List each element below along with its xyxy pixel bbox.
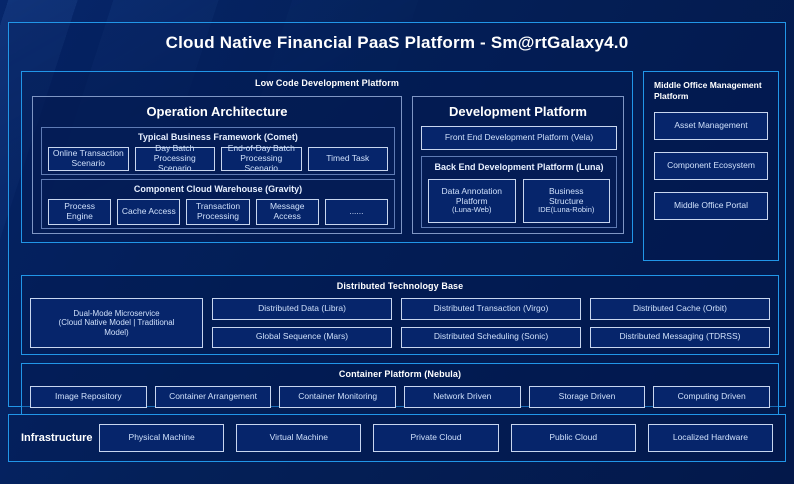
infrastructure-label: Infrastructure [21,432,93,444]
distributed-transaction-column: Distributed Transaction (Virgo) Distribu… [401,298,581,348]
chip-transaction-processing[interactable]: Transaction Processing [186,199,250,225]
chip-global-sequence[interactable]: Global Sequence (Mars) [212,326,392,348]
container-platform-title: Container Platform (Nebula) [338,369,462,379]
chip-dual-mode-microservice[interactable]: Dual-Mode Microservice (Cloud Native Mod… [30,298,203,348]
development-platform-group: Development Platform Front End Developme… [412,96,624,234]
chip-line-2: Platform [455,195,488,206]
main-platform-panel: Cloud Native Financial PaaS Platform - S… [8,22,786,415]
chip-container-arrangement[interactable]: Container Arrangement [154,386,272,408]
chip-distributed-transaction[interactable]: Distributed Transaction (Virgo) [401,298,581,320]
chip-line-3: IDE(Luna-Robin) [538,205,595,215]
chip-component-ecosystem[interactable]: Component Ecosystem [654,152,768,180]
infrastructure-items: Physical Machine Virtual Machine Private… [99,424,774,452]
dual-mode-microservice-wrapper: Dual-Mode Microservice (Cloud Native Mod… [30,298,203,348]
distributed-technology-columns: Distributed Data (Libra) Global Sequence… [212,298,770,348]
chip-cache-access[interactable]: Cache Access [117,199,181,225]
chip-virtual-machine[interactable]: Virtual Machine [236,424,362,452]
container-platform: Container Platform (Nebula) Image Reposi… [21,363,779,415]
chip-line-3: (Luna-Web) [452,205,492,215]
infrastructure-panel: Infrastructure Physical Machine Virtual … [8,414,786,462]
chip-public-cloud[interactable]: Public Cloud [510,424,636,452]
container-platform-items: Image Repository Container Arrangement C… [30,386,771,408]
chip-business-structure-ide[interactable]: Business Structure IDE(Luna-Robin) [522,179,610,223]
chip-distributed-data[interactable]: Distributed Data (Libra) [212,298,392,320]
operation-architecture-group: Operation Architecture Typical Business … [32,96,402,234]
chip-physical-machine[interactable]: Physical Machine [99,424,225,452]
component-cloud-warehouse-group: Component Cloud Warehouse (Gravity) Proc… [41,179,395,229]
back-end-items: Data Annotation Platform (Luna-Web) Busi… [428,179,610,223]
operation-architecture-title: Operation Architecture [146,104,288,119]
chip-middle-office-portal[interactable]: Middle Office Portal [654,192,768,220]
back-end-development-platform-title: Back End Development Platform (Luna) [434,162,604,172]
typical-business-framework-group: Typical Business Framework (Comet) Onlin… [41,127,395,175]
distributed-technology-base-title: Distributed Technology Base [336,281,464,291]
back-end-development-platform-group: Back End Development Platform (Luna) Dat… [421,156,617,228]
chip-localized-hardware[interactable]: Localized Hardware [647,424,774,452]
component-cloud-warehouse-title: Component Cloud Warehouse (Gravity) [133,184,303,194]
chip-line-2: (Cloud Native Model | Traditional [58,318,175,328]
chip-computing-driven[interactable]: Computing Driven [653,386,771,408]
middle-office-items: Asset Management Component Ecosystem Mid… [654,112,768,232]
typical-business-framework-title: Typical Business Framework (Comet) [138,132,298,142]
chip-line-3: Model) [104,327,129,337]
component-cloud-warehouse-items: Process Engine Cache Access Transaction … [48,199,389,225]
distributed-data-column: Distributed Data (Libra) Global Sequence… [212,298,392,348]
middle-office-title: Middle Office Management Platform [654,80,762,102]
chip-line-1: Dual-Mode Microservice [73,309,160,319]
page-title: Cloud Native Financial PaaS Platform - S… [165,33,629,52]
chip-private-cloud[interactable]: Private Cloud [373,424,499,452]
chip-online-transaction-scenario[interactable]: Online Transaction Scenario [48,147,129,171]
chip-day-batch-processing-scenario[interactable]: Day Batch Processing Scenario [134,143,215,173]
chip-message-access[interactable]: Message Access [255,199,319,225]
chip-line-2: Structure [549,195,584,206]
chip-image-repository[interactable]: Image Repository [30,386,147,408]
chip-storage-driven[interactable]: Storage Driven [528,386,646,408]
middle-office-management-platform: Middle Office Management Platform Asset … [643,71,779,261]
distributed-cache-column: Distributed Cache (Orbit) Distributed Me… [590,298,770,348]
chip-distributed-messaging[interactable]: Distributed Messaging (TDRSS) [590,326,770,348]
chip-timed-task[interactable]: Timed Task [307,147,388,171]
chip-line-1: Data Annotation [441,185,503,196]
chip-network-driven[interactable]: Network Driven [404,386,521,408]
chip-front-end-development-platform[interactable]: Front End Development Platform (Vela) [421,126,617,150]
distributed-technology-base: Distributed Technology Base Dual-Mode Mi… [21,275,779,355]
chip-distributed-cache[interactable]: Distributed Cache (Orbit) [590,298,770,320]
chip-line-1: Business [549,185,584,196]
chip-data-annotation-platform[interactable]: Data Annotation Platform (Luna-Web) [428,179,516,223]
low-code-development-platform: Low Code Development Platform Operation … [21,71,633,243]
chip-asset-management[interactable]: Asset Management [654,112,768,140]
chip-distributed-scheduling[interactable]: Distributed Scheduling (Sonic) [401,326,581,348]
chip-process-engine[interactable]: Process Engine [48,199,112,225]
distributed-technology-base-body: Dual-Mode Microservice (Cloud Native Mod… [30,298,770,348]
chip-more-ellipsis[interactable]: ...... [324,199,389,225]
typical-business-framework-items: Online Transaction Scenario Day Batch Pr… [48,143,388,173]
development-platform-title: Development Platform [449,104,587,119]
low-code-title: Low Code Development Platform [255,78,399,88]
chip-end-of-day-batch-processing-scenario[interactable]: End-of-Day Batch Processing Scenario [221,143,302,173]
chip-container-monitoring[interactable]: Container Monitoring [279,386,397,408]
